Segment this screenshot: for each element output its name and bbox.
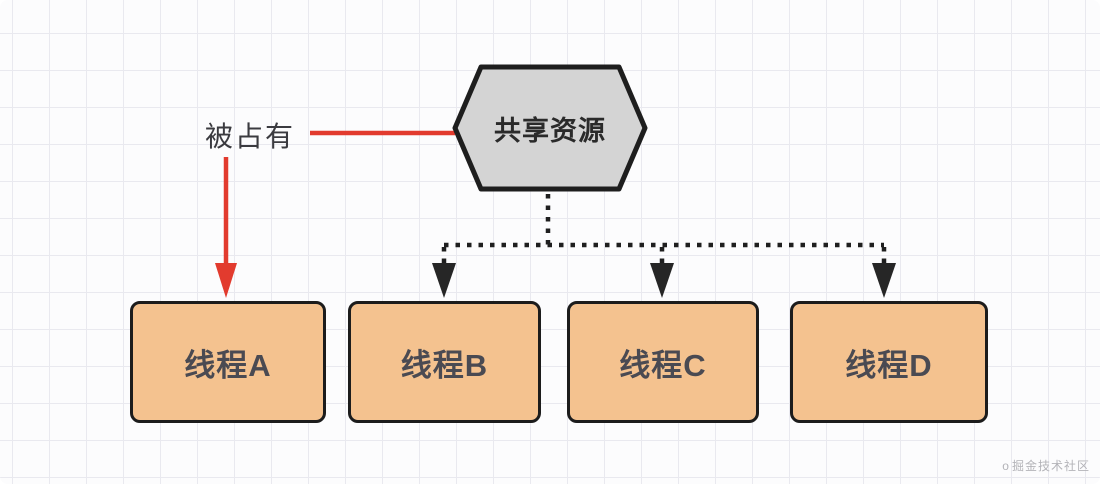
thread-a-node: 线程A bbox=[130, 301, 326, 423]
shared-resource-node: 共享资源 bbox=[452, 64, 648, 192]
watermark: o 掘金技术社区 bbox=[1002, 457, 1090, 474]
occupied-arrowhead bbox=[215, 263, 237, 298]
waiting-arrowhead-c bbox=[650, 263, 674, 298]
hexagon-shape bbox=[452, 64, 648, 192]
shared-resource-label: 共享资源 bbox=[494, 115, 606, 146]
juejin-logo-icon: o bbox=[1002, 458, 1010, 473]
thread-c-node: 线程C bbox=[567, 301, 759, 423]
thread-b-node: 线程B bbox=[348, 301, 541, 423]
waiting-arrowhead-d bbox=[872, 263, 896, 298]
thread-d-node: 线程D bbox=[790, 301, 988, 423]
watermark-text: 掘金技术社区 bbox=[1011, 459, 1090, 473]
waiting-arrowhead-b bbox=[432, 263, 456, 298]
occupied-label: 被占有 bbox=[205, 121, 296, 152]
